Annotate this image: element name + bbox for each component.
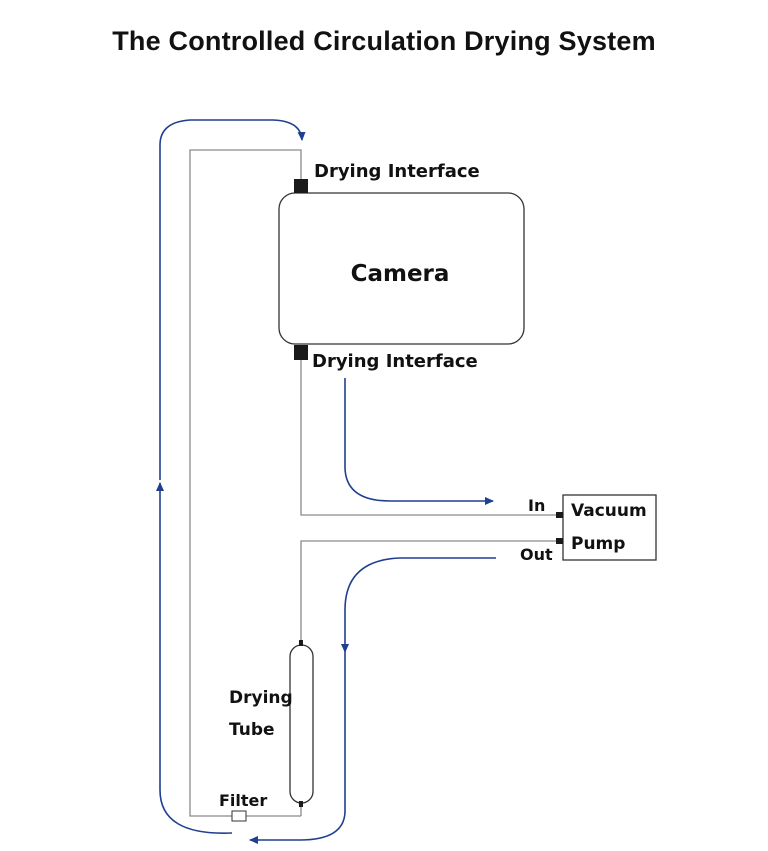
drying-interface-top-label: Drying Interface xyxy=(314,161,480,182)
drying-tube-top-nozzle xyxy=(299,640,303,646)
drying-interface-bottom-connector xyxy=(294,345,308,360)
pump-out-label: Out xyxy=(520,545,553,564)
camera-label: Camera xyxy=(351,261,450,287)
vacuum-pump-label-line1: Vacuum xyxy=(571,501,647,521)
vacuum-pump-label-line2: Pump xyxy=(571,534,625,554)
flow-arrow-outer-loop-top xyxy=(159,119,306,480)
flow-arrow-tube-to-loop xyxy=(249,652,346,844)
pipe-network xyxy=(189,149,557,817)
pump-in-label: In xyxy=(528,496,545,515)
pipe-top-loop xyxy=(189,149,302,817)
filter-label: Filter xyxy=(219,791,267,810)
drying-tube-bottom-nozzle xyxy=(299,801,303,807)
pipe-pump-out-to-tube xyxy=(300,540,557,643)
drying-interface-top-connector xyxy=(294,179,308,193)
drying-interface-bottom-label: Drying Interface xyxy=(312,351,478,372)
flow-arrow-pump-to-tube xyxy=(341,557,496,653)
page-title: The Controlled Circulation Drying System xyxy=(112,26,656,56)
flow-arrow-outer-loop-bottom xyxy=(156,482,233,834)
drying-tube-label-line2: Tube xyxy=(229,720,275,740)
pump-out-port xyxy=(556,538,563,544)
pipe-camera-to-pump-in xyxy=(300,360,557,516)
pump-in-port xyxy=(556,512,563,518)
flow-arrow-camera-to-pump xyxy=(344,378,494,505)
filter xyxy=(231,810,247,822)
drying-tube-label-line1: Drying xyxy=(229,688,293,708)
vacuum-pump-box xyxy=(562,494,657,561)
drying-tube xyxy=(289,644,314,804)
camera-box xyxy=(278,192,525,345)
